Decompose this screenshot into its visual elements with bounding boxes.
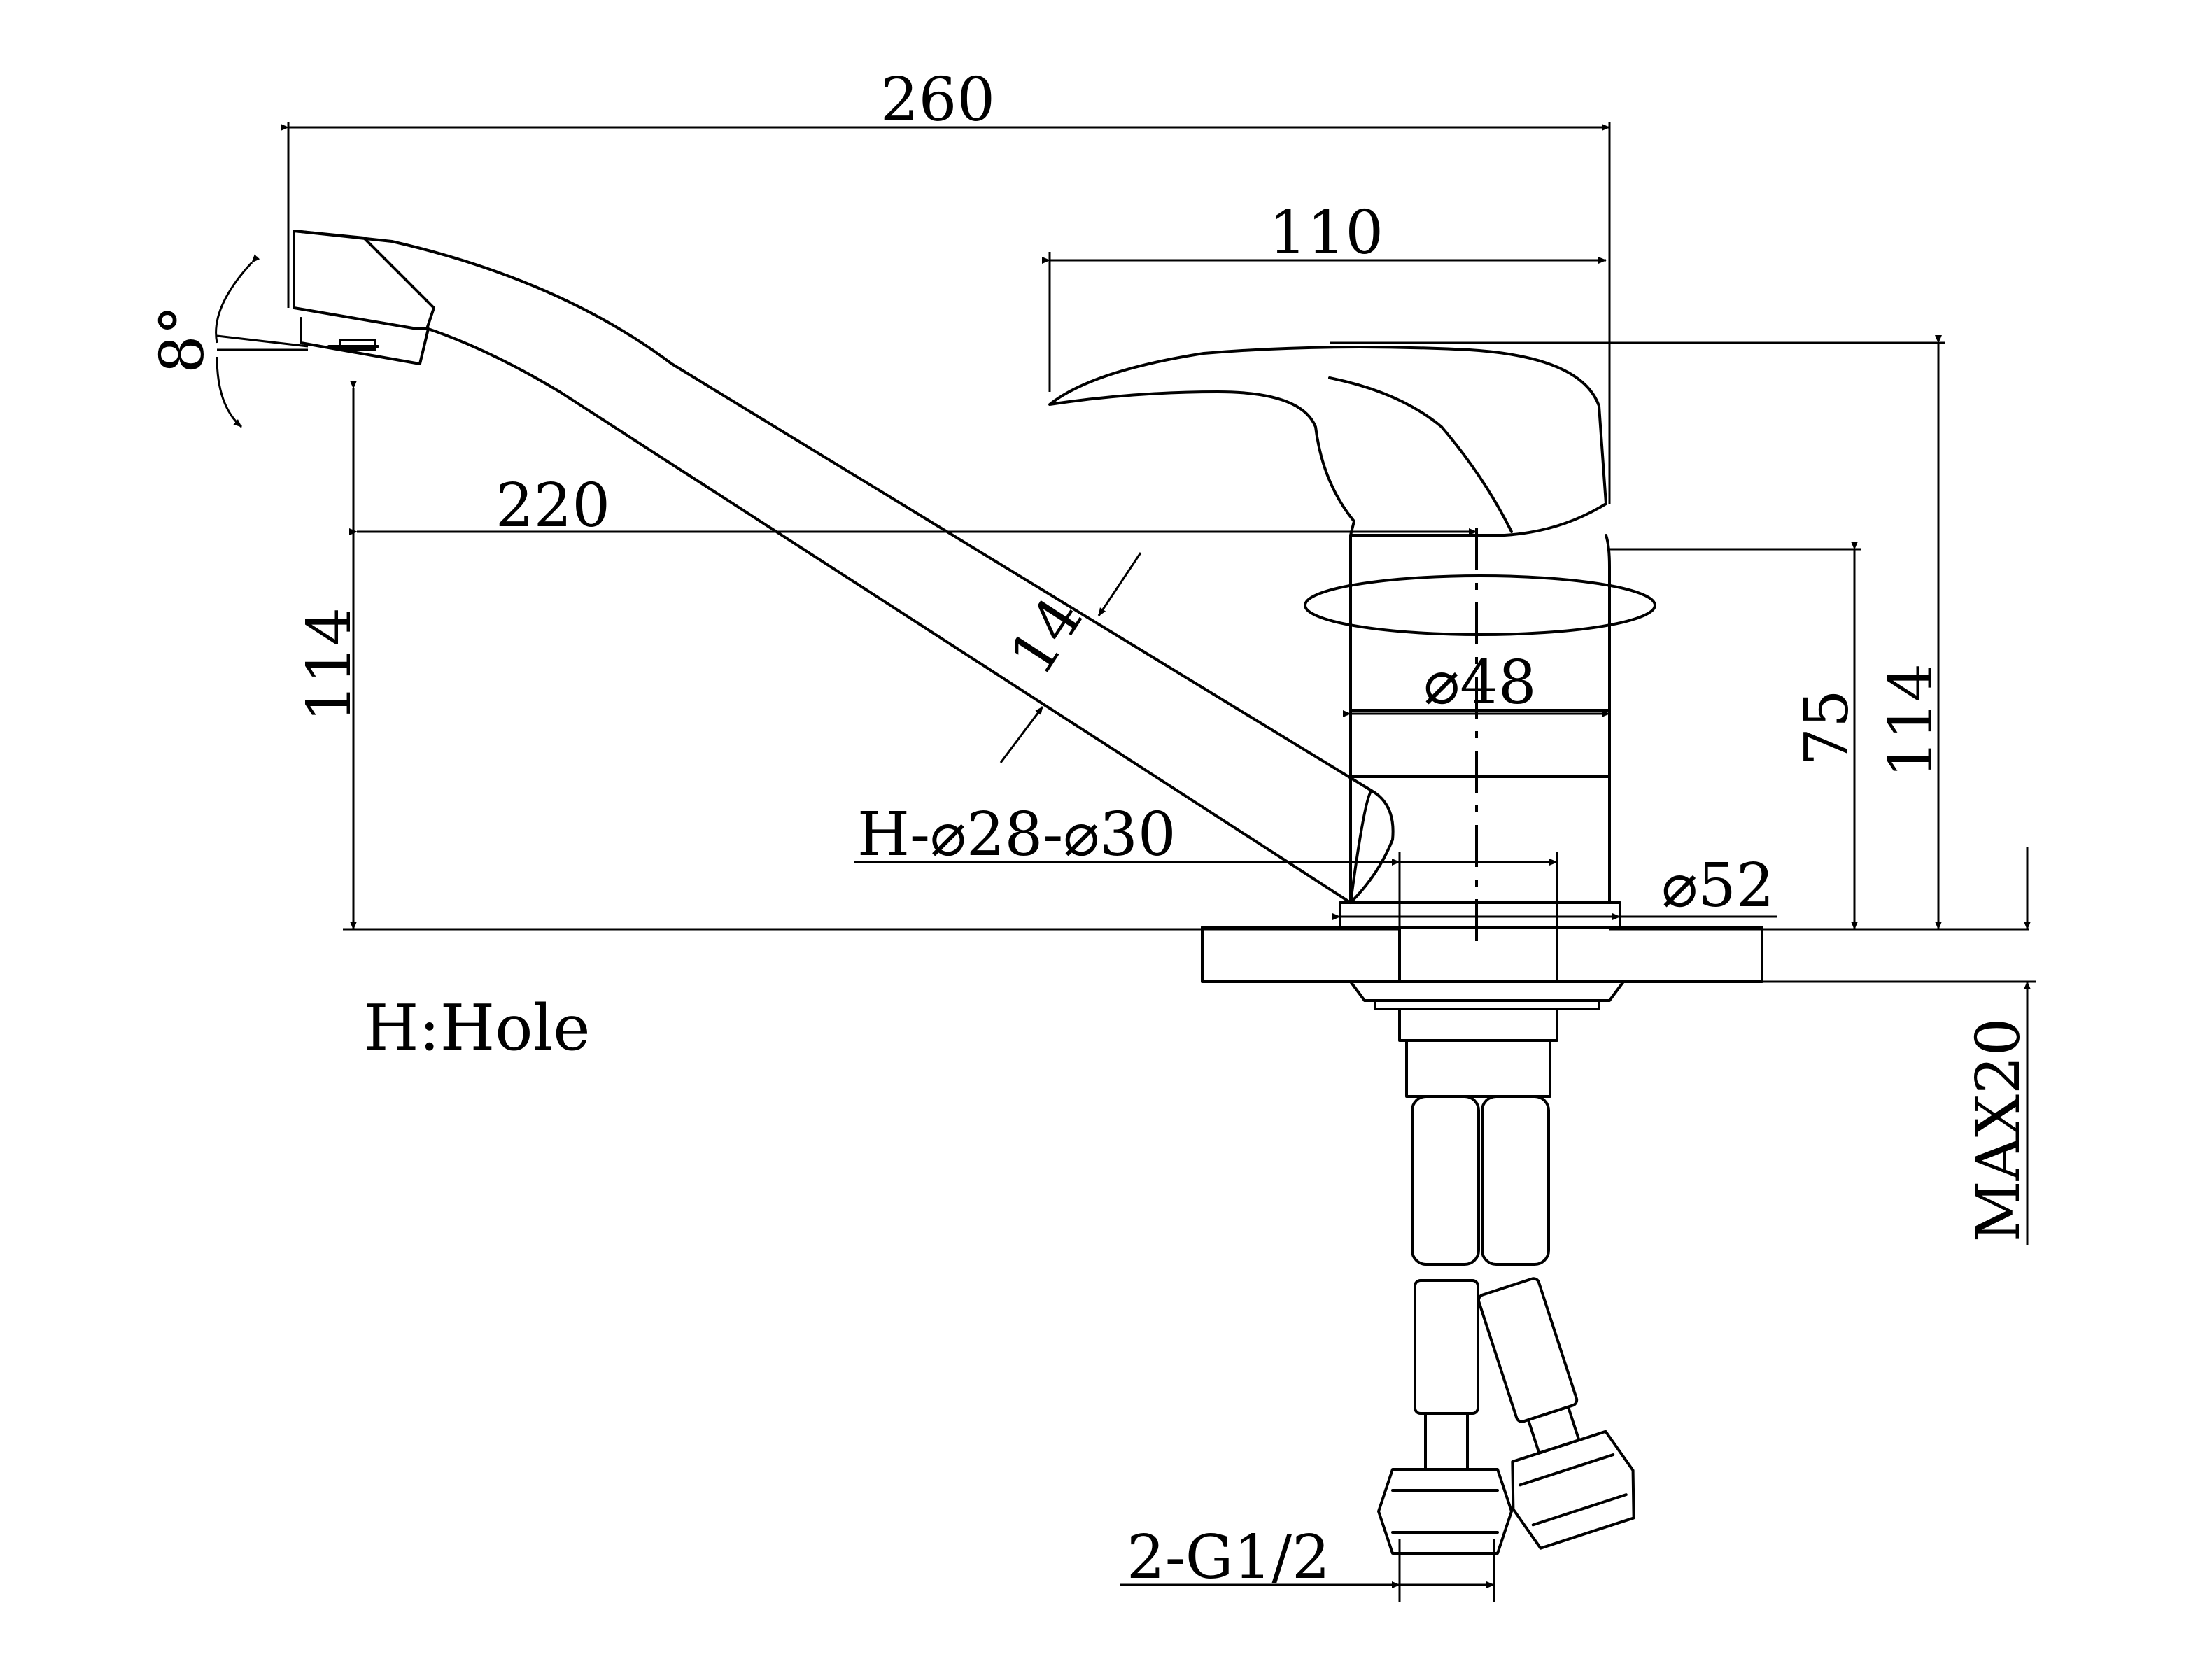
dimension-lines <box>215 122 2036 1602</box>
dim-max-thickness: MAX20 <box>1964 1018 2034 1243</box>
hole-legend: H:Hole <box>364 991 591 1065</box>
dim-overall-length: 260 <box>880 65 995 135</box>
dim-body-height: 75 <box>1792 689 1862 765</box>
dim-total-height: 114 <box>1876 663 1946 778</box>
dim-spout-reach: 220 <box>495 471 610 541</box>
dim-tilt-angle: 8° <box>148 305 218 374</box>
dim-hole-size: H-⌀28-⌀30 <box>857 800 1176 870</box>
dim-connection: 2-G1/2 <box>1127 1523 1330 1593</box>
faucet-outline <box>293 230 1763 1555</box>
dim-spout-height: 114 <box>295 607 365 722</box>
dim-body-diameter: ⌀48 <box>1423 648 1536 718</box>
dim-spout-diameter: 14 <box>996 585 1097 687</box>
dim-handle-length: 110 <box>1269 198 1383 268</box>
dim-base-diameter: ⌀52 <box>1661 851 1774 921</box>
